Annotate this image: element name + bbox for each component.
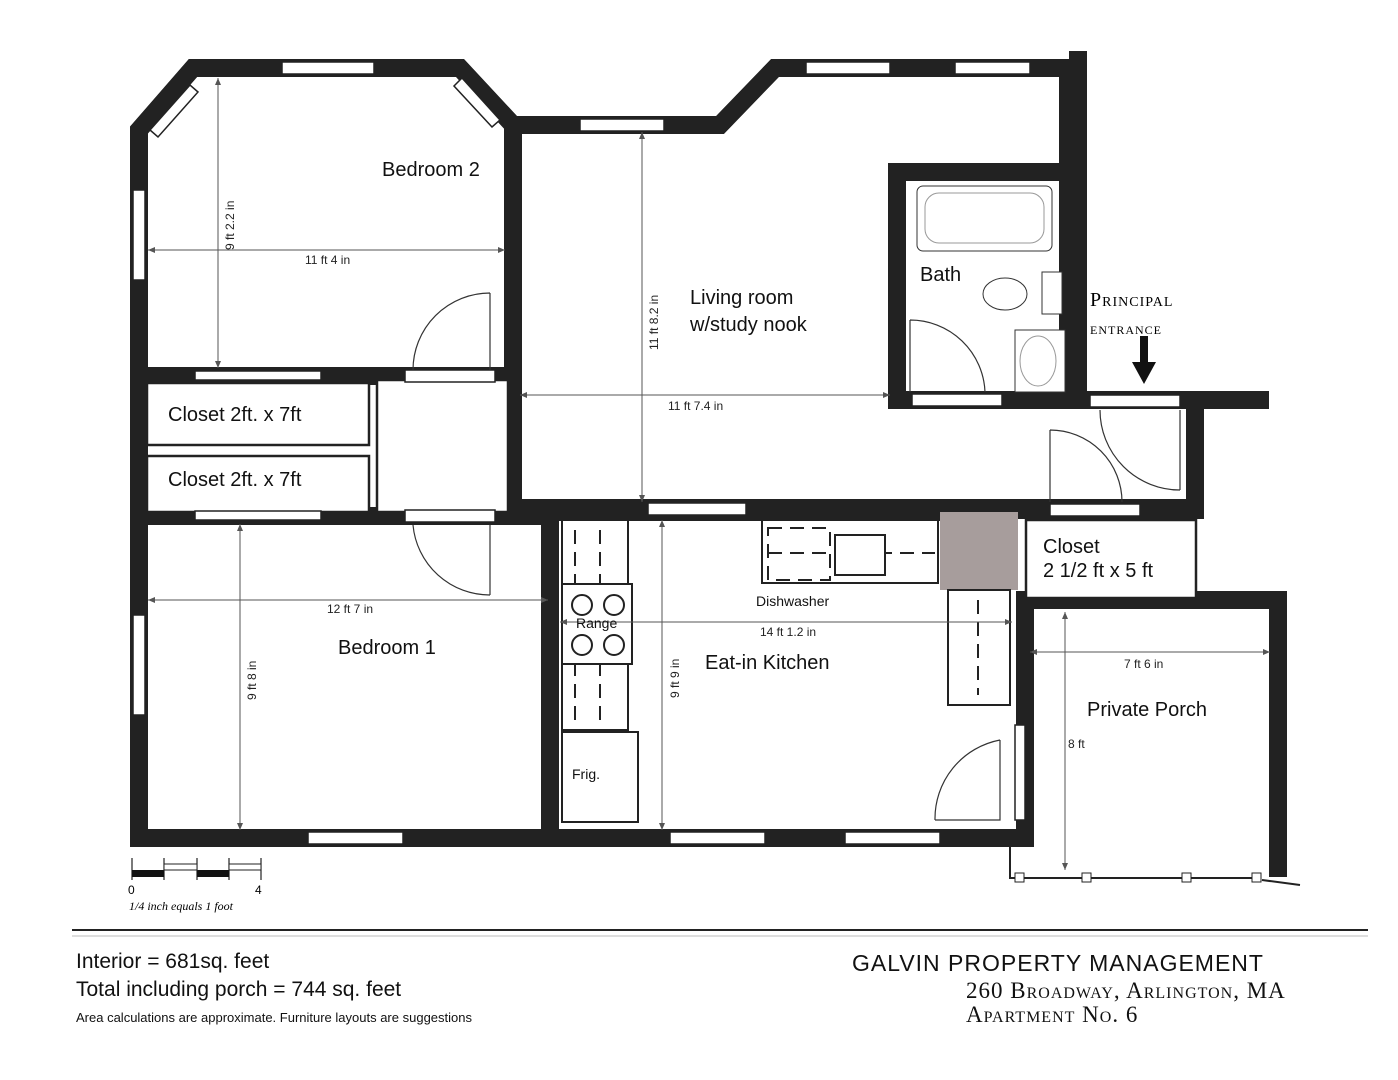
dim-bedroom2-width: 11 ft 4 in (305, 253, 350, 267)
entrance-arrow-icon (1132, 336, 1156, 384)
dim-porch-width: 7 ft 6 in (1124, 657, 1163, 671)
porch-rail (1009, 840, 1301, 886)
label-kitchen: Eat-in Kitchen (705, 652, 830, 674)
company-name: GALVIN PROPERTY MANAGEMENT (852, 950, 1264, 976)
dimension-labels: 11 ft 4 in 9 ft 2.2 in 11 ft 8.2 in 11 f… (223, 201, 1163, 751)
dim-living-height: 11 ft 8.2 in (647, 295, 661, 350)
dim-kitchen-width: 14 ft 1.2 in (760, 625, 816, 639)
dim-bedroom2-height: 9 ft 2.2 in (223, 201, 237, 250)
address: 260 Broadway, Arlington, MA (966, 978, 1286, 1003)
doors (412, 292, 1181, 821)
toilet-icon (982, 277, 1028, 311)
label-entrance-sub: entrance (1090, 319, 1162, 338)
dim-kitchen-height: 9 ft 9 in (668, 659, 682, 698)
label-range: Range (576, 615, 617, 631)
label-frig: Frig. (572, 766, 600, 782)
label-closet2: Closet 2ft. x 7ft (168, 469, 302, 491)
label-closet1: Closet 2ft. x 7ft (168, 404, 302, 426)
label-living-sub: w/study nook (689, 314, 808, 336)
kitchen-sink-icon (834, 534, 886, 576)
label-porch: Private Porch (1087, 699, 1207, 721)
dim-bedroom1-height: 9 ft 8 in (245, 661, 259, 700)
label-bedroom1: Bedroom 1 (338, 637, 436, 659)
dim-bedroom1-width: 12 ft 7 in (327, 602, 373, 616)
closets (145, 378, 1198, 600)
windows (132, 61, 1181, 845)
label-entrance: Principal (1090, 289, 1173, 311)
scale-zero: 0 (128, 883, 135, 897)
dim-living-width: 11 ft 7.4 in (668, 399, 723, 413)
scale-bar: 0 4 1/4 inch equals 1 foot (128, 858, 262, 913)
label-bedroom2: Bedroom 2 (382, 159, 480, 181)
fixtures (561, 185, 1066, 823)
label-dishwasher: Dishwasher (756, 593, 829, 609)
dimension-lines (148, 78, 1270, 870)
scale-four: 4 (255, 883, 262, 897)
area-note: Area calculations are approximate. Furni… (76, 1010, 472, 1025)
interior-area: Interior = 681sq. feet (76, 950, 270, 973)
dim-porch-height: 8 ft (1068, 737, 1085, 751)
label-bath: Bath (920, 264, 961, 286)
fridge-icon (561, 731, 639, 823)
room-labels: Bedroom 2 Living room w/study nook Bath … (168, 159, 1207, 782)
scale-caption: 1/4 inch equals 1 foot (129, 899, 234, 913)
label-closet3: Closet (1043, 536, 1100, 558)
apartment-number: Apartment No. 6 (966, 1002, 1139, 1027)
label-living: Living room (690, 287, 793, 309)
total-area: Total including porch = 744 sq. feet (76, 978, 402, 1001)
label-closet3-size: 2 1/2 ft x 5 ft (1043, 560, 1154, 582)
